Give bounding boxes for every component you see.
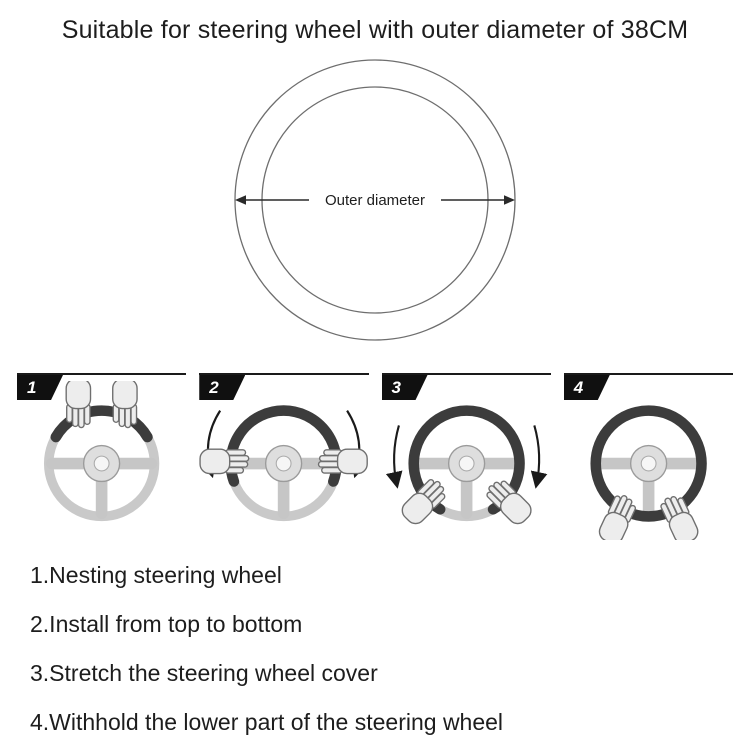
step-4-number: 4 [573,377,584,397]
steering-wheel-ring-diagram: Outer diameter [234,59,516,341]
steering-wheel-step-1-illustration [17,381,186,540]
hand-icon [482,475,536,529]
down-arrow-icon [385,425,402,489]
outer-diameter-diagram: Outer diameter [0,49,750,351]
instruction-item-2: 2.Install from top to bottom [30,610,303,637]
wheel-cover-top [50,405,153,443]
step-panel-1: 1 [17,373,187,540]
step-2-number: 2 [209,377,219,397]
page-title: Suitable for steering wheel with outer d… [61,16,689,44]
step-panel-4: 4 [563,373,733,540]
down-arrow-icon [530,425,547,489]
instruction-item-4: 4.Withhold the lower part of the steerin… [30,708,504,735]
hand-icon [318,448,369,475]
instruction-item-3: 3.Stretch the steering wheel cover [30,659,378,686]
diameter-label: Outer diameter [325,192,425,209]
wheel-cover-most [407,405,525,515]
hand-icon [112,381,138,429]
instructions-list: 1.Nesting steering wheel 2.Install from … [0,562,750,736]
step-panel-3: 3 [381,373,551,540]
step-3-number: 3 [391,377,401,397]
wheel-cover-full [590,405,707,522]
steering-wheel-step-4-illustration [564,381,733,540]
hand-icon [65,381,92,429]
steering-wheel-step-3-illustration [385,381,547,529]
instruction-item-1: 1.Nesting steering wheel [30,561,282,588]
step-1-number: 1 [27,377,37,397]
installation-steps: 1 2 3 [0,373,750,540]
steering-wheel-step-2-illustration [199,381,369,540]
diameter-arrow-icon [235,195,515,205]
hand-icon [397,475,451,529]
hand-icon [199,448,250,475]
step-panel-2: 2 [199,373,369,540]
